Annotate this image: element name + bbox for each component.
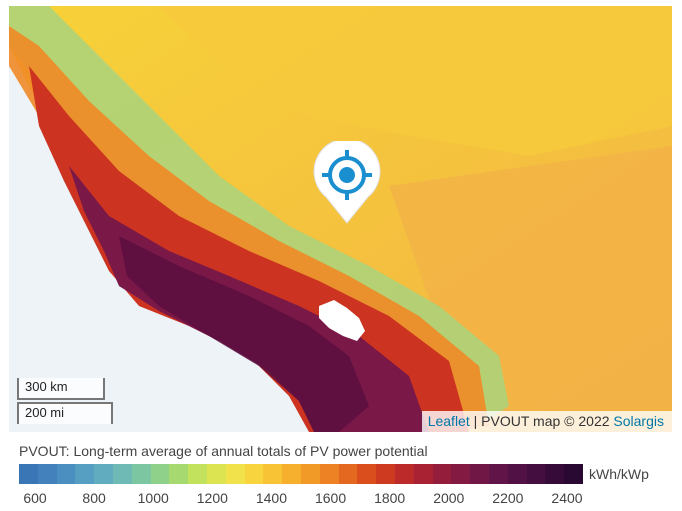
northern-plateau (159, 6, 672, 156)
attribution-text: PVOUT map © 2022 (481, 413, 610, 429)
legend-swatch (526, 464, 546, 484)
map-attribution: Leaflet | PVOUT map © 2022 Solargis (421, 411, 672, 432)
legend-swatch (300, 464, 320, 484)
southeast-lowlands (389, 146, 672, 432)
legend-tick-label: 2400 (551, 490, 583, 506)
legend-swatch (432, 464, 452, 484)
legend-swatch (94, 464, 113, 484)
legend-swatch (507, 464, 527, 484)
legend-swatch (319, 464, 339, 484)
legend-tick-label: 1600 (314, 490, 347, 506)
legend-swatch (282, 464, 301, 484)
pvout-terrain-layer (9, 6, 672, 432)
legend-swatch (357, 464, 377, 484)
legend-swatch (545, 464, 565, 484)
legend-swatch (263, 464, 283, 484)
scale-imperial: 200 mi (17, 402, 113, 424)
legend-swatch (150, 464, 170, 484)
legend-swatch (244, 464, 264, 484)
legend-tick-label: 1800 (374, 490, 406, 506)
legend-swatch (56, 464, 76, 484)
legend-swatch (413, 464, 433, 484)
legend-color-scale (19, 464, 583, 484)
legend-swatch (131, 464, 151, 484)
deep-purple-zone (119, 236, 369, 432)
legend-tick-label: 1200 (196, 490, 228, 506)
legend-swatch (470, 464, 489, 484)
legend-swatch (19, 464, 38, 484)
legend-swatch (564, 464, 583, 484)
location-marker[interactable] (312, 138, 382, 225)
legend-swatch (75, 464, 95, 484)
legend-swatch (169, 464, 189, 484)
legend-swatch (451, 464, 471, 484)
legend-swatch (37, 464, 57, 484)
legend-swatch (206, 464, 226, 484)
pacific-ocean (9, 46, 314, 432)
legend-ticks: 600 800 1000 1200 1400 1600 1800 2000 2200 2400 (19, 490, 583, 508)
legend-title: PVOUT: Long-term average of annual total… (19, 443, 428, 459)
legend-swatch (376, 464, 395, 484)
crosshair-location-icon (313, 138, 381, 224)
scale-metric: 300 km (17, 378, 105, 400)
legend-swatch (394, 464, 414, 484)
legend-tick-label: 1400 (255, 490, 288, 506)
legend-tick-label: 800 (82, 490, 106, 506)
legend-tick-label: 1000 (137, 490, 169, 506)
legend-tick-label: 600 (23, 490, 47, 506)
leaflet-link[interactable]: Leaflet (427, 413, 470, 429)
legend-swatch (338, 464, 358, 484)
legend-tick-label: 2000 (433, 490, 465, 506)
white-patch (319, 300, 365, 341)
attribution-separator: | (473, 413, 478, 429)
legend-tick-label: 2200 (492, 490, 524, 506)
solar-map[interactable]: 300 km 200 mi Leaflet | PVOUT map © 2022… (9, 6, 672, 432)
legend-unit: kWh/kWp (589, 466, 649, 482)
legend-swatch (112, 464, 132, 484)
legend-swatch (225, 464, 245, 484)
legend-swatch (188, 464, 207, 484)
legend-swatch (488, 464, 508, 484)
solargis-link[interactable]: Solargis (613, 413, 664, 429)
